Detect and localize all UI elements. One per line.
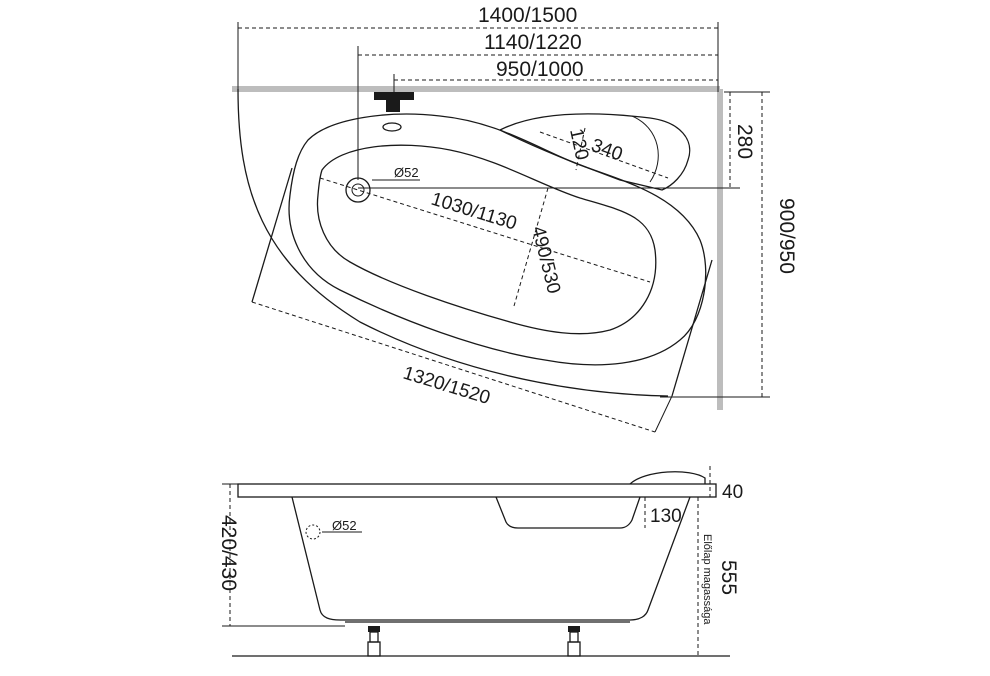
side-view: Ø52 420/430 40 130 555 Előlap magassága	[217, 466, 743, 657]
label-front-panel-caption: Előlap magassága	[701, 534, 713, 625]
headrest	[498, 113, 691, 191]
label-inner-width-cross: 490/530	[527, 224, 564, 296]
leg-right-foot	[567, 641, 581, 657]
drain-inner-circle	[351, 183, 365, 197]
dim-line-headrest-length	[539, 131, 669, 179]
label-mid-width: 1140/1220	[484, 31, 582, 54]
outer-apron-curve	[237, 88, 669, 397]
leg-left-foot	[367, 641, 381, 657]
label-drain-diameter: Ø52	[394, 165, 419, 180]
basin-inner	[316, 144, 657, 335]
leg-right-cap-icon	[568, 626, 580, 632]
faucet-icon	[374, 92, 414, 100]
dim-line-outer-diagonal	[251, 301, 656, 433]
overflow-icon	[382, 122, 402, 132]
label-overflow-diameter: Ø52	[332, 518, 357, 533]
label-tub-height: 420/430	[217, 515, 240, 591]
leg-left	[367, 626, 381, 657]
label-outer-diagonal: 1320/1520	[401, 363, 493, 409]
label-depth: 900/950	[775, 198, 798, 274]
ext-line-diagonal-end	[654, 395, 673, 433]
overflow-circle	[305, 524, 321, 540]
leg-right	[567, 626, 581, 657]
label-headrest-width: 120	[565, 127, 592, 162]
label-headrest-length: 340	[588, 135, 625, 166]
dim-line-headrest-width	[575, 127, 586, 171]
label-seat-depth: 130	[650, 506, 682, 527]
basin-outer-rim	[288, 113, 707, 366]
drain-outer-circle	[345, 177, 371, 203]
top-view: 1400/1500 1140/1220 950/1000 900/950 280…	[232, 4, 798, 433]
headrest-inner-line	[631, 115, 659, 183]
left-slanted-edge	[251, 167, 293, 303]
tub-rim	[237, 483, 717, 498]
label-front-panel-height: 555	[717, 560, 740, 595]
label-inner-length: 1030/1130	[429, 189, 520, 235]
label-headrest-offset: 280	[733, 124, 756, 159]
label-overall-width: 1400/1500	[478, 4, 577, 27]
tub-body-profile	[291, 496, 691, 621]
faucet-body-icon	[386, 100, 400, 112]
leg-left-cap-icon	[368, 626, 380, 632]
headrest-profile	[629, 471, 706, 485]
label-rim-thickness: 40	[722, 482, 743, 503]
leg-left-stem	[369, 631, 379, 643]
label-inner-width: 950/1000	[496, 58, 584, 81]
seat-step-profile	[495, 496, 641, 529]
dim-line-inner-length	[319, 177, 651, 283]
leg-right-stem	[569, 631, 579, 643]
